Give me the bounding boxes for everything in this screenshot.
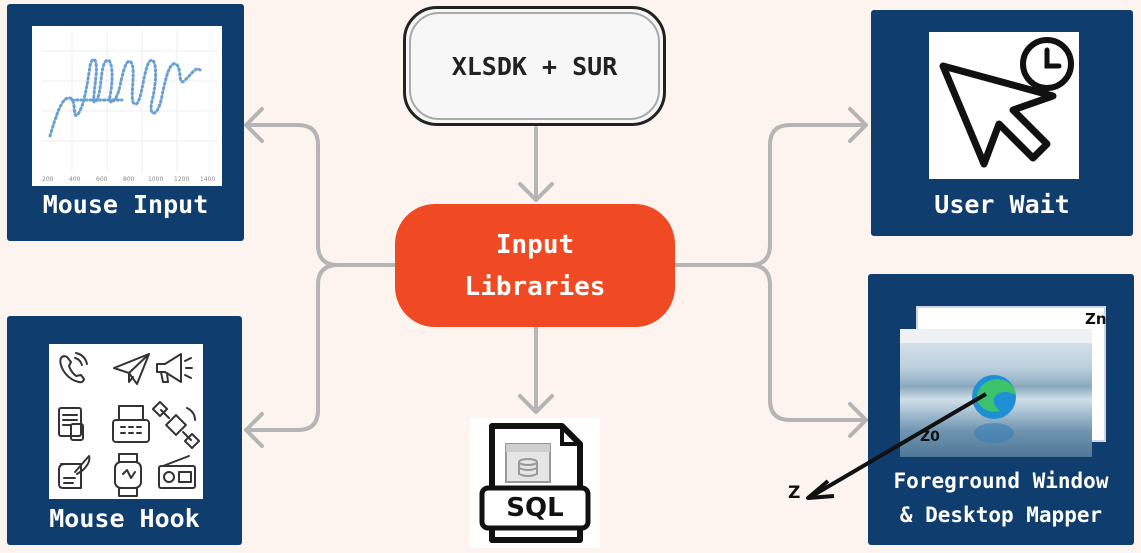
scroll-quill-icon: [58, 455, 91, 489]
smartwatch-icon: [114, 453, 142, 497]
tick-400: 400: [69, 176, 81, 183]
tick-800: 800: [123, 176, 135, 183]
mouse-input-panel: 200 400 600 800 1000 1200 1400 Mouse Inp…: [7, 4, 244, 241]
sql-file-icon: SQL: [470, 418, 600, 548]
sql-label: SQL: [506, 493, 564, 523]
window-top-bar: [900, 329, 1092, 343]
desktop-window-image: [900, 329, 1092, 457]
tick-200: 200: [42, 176, 54, 183]
tick-1200: 1200: [174, 176, 189, 183]
foreground-window-label-line1: Foreground Window: [893, 469, 1109, 493]
tick-1000: 1000: [148, 176, 163, 183]
mouse-trace-plot: 200 400 600 800 1000 1200 1400: [32, 26, 222, 186]
input-libraries-label-line2: Libraries: [464, 271, 606, 302]
mouse-hook-panel: Mouse Hook: [7, 316, 242, 545]
input-libraries-label-line1: Input: [495, 229, 575, 260]
xlsdk-sur-node: XLSDK + SUR: [403, 6, 666, 126]
foreground-window-label-line2: & Desktop Mapper: [899, 503, 1103, 527]
user-wait-panel: User Wait: [871, 10, 1133, 236]
mouse-hook-label: Mouse Hook: [49, 504, 200, 533]
phone-icon: [59, 352, 88, 384]
paper-plane-icon: [113, 353, 150, 385]
mouse-input-label: Mouse Input: [42, 190, 209, 219]
z-axis-label: Z: [788, 483, 801, 503]
document-phone-icon: [58, 407, 84, 441]
satellite-icon: [151, 400, 201, 450]
radio-icon: [158, 455, 196, 489]
tick-600: 600: [96, 176, 108, 183]
foreground-window-panel: Zn Z0 Foreground Window & Desktop Mapper: [868, 274, 1134, 545]
zn-label: Zn: [1085, 310, 1107, 328]
tick-1400: 1400: [200, 176, 215, 183]
xlsdk-sur-label: XLSDK + SUR: [451, 51, 618, 81]
cursor-clock-image: [929, 32, 1079, 179]
user-wait-label: User Wait: [934, 190, 1070, 219]
wait-cursor-icon: [939, 37, 1074, 168]
z0-label: Z0: [920, 429, 940, 445]
mouse-trace-chart-icon: 200 400 600 800 1000 1200 1400: [42, 31, 217, 183]
megaphone-icon: [156, 353, 193, 383]
input-libraries-node: Input Libraries: [395, 204, 675, 327]
icon-grid: [49, 344, 203, 499]
fax-icon: [112, 405, 150, 443]
